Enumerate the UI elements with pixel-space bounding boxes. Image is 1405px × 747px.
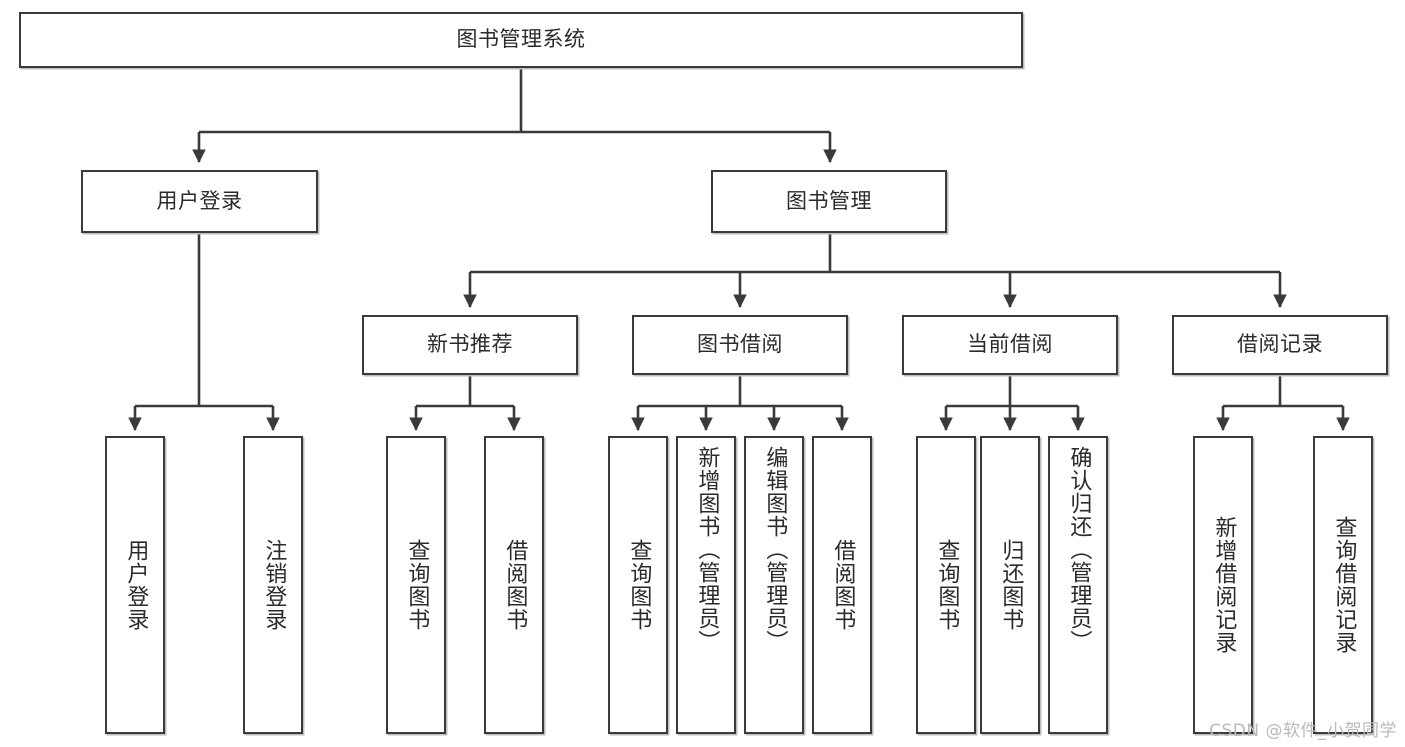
watermark-text: CSDN @软件_小贺同学 xyxy=(1209,721,1397,741)
node-label: 用户登录 xyxy=(156,188,243,213)
leaf-book-borrow-query[interactable]: 查询图书 xyxy=(608,436,668,734)
node-borrow-records[interactable]: 借阅记录 xyxy=(1172,315,1388,375)
node-label: 新书推荐 xyxy=(427,332,513,357)
node-label: 图书管理 xyxy=(786,188,872,213)
leaf-current-borrow-return[interactable]: 归还图书 xyxy=(980,436,1040,734)
node-current-borrowing[interactable]: 当前借阅 xyxy=(902,315,1118,375)
node-label: 当前借阅 xyxy=(967,332,1053,357)
leaf-book-borrow-add[interactable]: 新增图书（管理员） xyxy=(676,436,736,734)
node-label: 借阅图书 xyxy=(502,539,528,631)
node-book-management[interactable]: 图书管理 xyxy=(711,170,947,233)
node-new-book-recommendation[interactable]: 新书推荐 xyxy=(362,315,578,375)
node-label: 新增图书（管理员） xyxy=(694,446,720,653)
leaf-borrow-record-add[interactable]: 新增借阅记录 xyxy=(1193,436,1253,734)
node-label: 确认归还（管理员） xyxy=(1066,446,1092,653)
node-label: 图书借阅 xyxy=(697,332,783,357)
leaf-book-borrow-edit[interactable]: 编辑图书（管理员） xyxy=(744,436,804,734)
leaf-new-book-borrow[interactable]: 借阅图书 xyxy=(484,436,544,734)
leaf-current-borrow-confirm-return[interactable]: 确认归还（管理员） xyxy=(1048,436,1108,734)
leaf-current-borrow-query[interactable]: 查询图书 xyxy=(916,436,976,734)
leaf-user-login-signin[interactable]: 用户登录 xyxy=(105,436,165,734)
leaf-new-book-query[interactable]: 查询图书 xyxy=(386,436,446,734)
node-label: 注销登录 xyxy=(261,539,287,631)
node-label: 归还图书 xyxy=(998,539,1024,631)
node-label: 用户登录 xyxy=(123,539,149,631)
node-label: 新增借阅记录 xyxy=(1211,516,1237,654)
node-root-book-management-system[interactable]: 图书管理系统 xyxy=(19,12,1023,68)
node-label: 查询图书 xyxy=(404,539,430,631)
node-label: 图书管理系统 xyxy=(456,27,586,52)
leaf-user-login-signout[interactable]: 注销登录 xyxy=(243,436,303,734)
leaf-borrow-record-query[interactable]: 查询借阅记录 xyxy=(1313,436,1373,734)
node-book-borrowing[interactable]: 图书借阅 xyxy=(632,315,848,375)
node-label: 查询图书 xyxy=(626,539,652,631)
node-label: 查询借阅记录 xyxy=(1331,516,1357,654)
node-label: 借阅记录 xyxy=(1237,332,1323,357)
node-user-login[interactable]: 用户登录 xyxy=(81,170,318,233)
node-label: 借阅图书 xyxy=(830,539,856,631)
node-label: 编辑图书（管理员） xyxy=(762,446,788,653)
node-label: 查询图书 xyxy=(934,539,960,631)
leaf-book-borrow-borrow[interactable]: 借阅图书 xyxy=(812,436,872,734)
